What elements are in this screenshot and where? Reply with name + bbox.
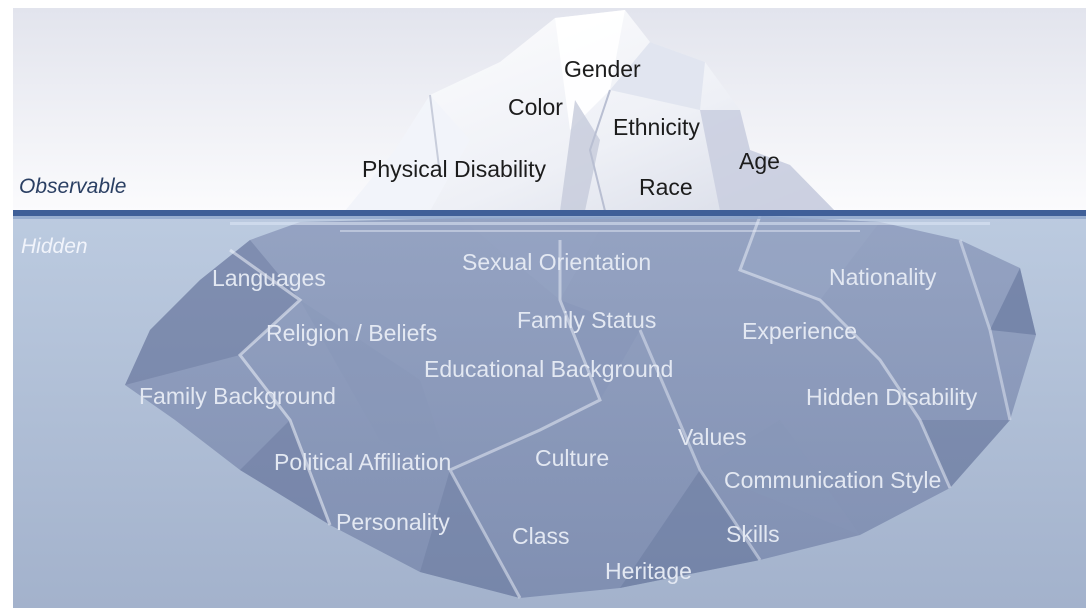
label-sexual-orientation: Sexual Orientation	[462, 249, 652, 275]
label-educational-background: Educational Background	[424, 356, 674, 382]
label-values: Values	[678, 424, 747, 450]
label-physical-disability: Physical Disability	[362, 156, 547, 182]
label-experience: Experience	[742, 318, 858, 344]
label-political-affiliation: Political Affiliation	[274, 449, 452, 475]
label-religion-beliefs: Religion / Beliefs	[266, 320, 438, 346]
label-communication-style: Communication Style	[724, 467, 942, 493]
observable-label: Observable	[19, 175, 127, 198]
label-age: Age	[739, 148, 780, 174]
label-nationality: Nationality	[829, 264, 937, 290]
label-family-background: Family Background	[139, 383, 336, 409]
label-skills: Skills	[726, 521, 780, 547]
submerged-iceberg	[125, 215, 1036, 599]
iceberg-tip	[345, 10, 835, 212]
label-class: Class	[512, 523, 570, 549]
label-gender: Gender	[564, 56, 641, 82]
waterline	[13, 210, 1086, 232]
label-heritage: Heritage	[605, 558, 692, 584]
label-personality: Personality	[336, 509, 450, 535]
label-race: Race	[639, 174, 693, 200]
label-ethnicity: Ethnicity	[613, 114, 700, 140]
label-family-status: Family Status	[517, 307, 657, 333]
label-color: Color	[508, 94, 563, 120]
label-culture: Culture	[535, 445, 610, 471]
hidden-label: Hidden	[21, 235, 88, 258]
label-hidden-disability: Hidden Disability	[806, 384, 978, 410]
label-languages: Languages	[212, 265, 326, 291]
